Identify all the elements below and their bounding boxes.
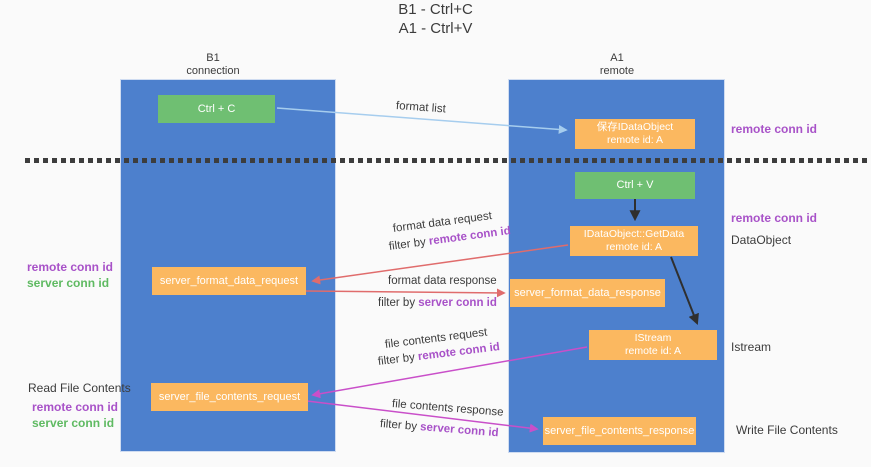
lifeline-header-b1: B1 connection <box>153 52 273 78</box>
label-filter-server-1: filter by server conn id <box>378 297 497 309</box>
node-ctrl-v-label: Ctrl + V <box>616 179 654 191</box>
title-line-1: B1 - Ctrl+C <box>398 1 473 18</box>
node-server-format-data-response-label: server_format_data_response <box>514 286 661 299</box>
node-server-format-data-request: server_format_data_request <box>152 267 306 295</box>
node-server-format-data-request-label: server_format_data_request <box>159 274 299 287</box>
node-server-file-contents-request: server_file_contents_request <box>151 383 308 411</box>
lifeline-header-a1: A1 remote <box>557 52 677 78</box>
node-save-idataobject-line1: 保存IDataObject <box>596 121 674 133</box>
node-server-file-contents-response-label: server_file_contents_response <box>544 424 695 437</box>
node-istream-line1: IStream <box>634 332 672 344</box>
node-save-idataobject-line2: remote id: A <box>606 134 664 146</box>
lifeline-b1-name: B1 <box>206 52 220 64</box>
node-save-idataobject: 保存IDataObject remote id: A <box>575 119 695 149</box>
node-istream: IStream remote id: A <box>589 330 717 360</box>
dashed-divider <box>25 158 871 163</box>
node-ctrl-v: Ctrl + V <box>575 172 695 199</box>
node-server-file-contents-request-label: server_file_contents_request <box>158 390 301 403</box>
arrow-getdata-to-istream <box>670 256 699 326</box>
arrow-format-data-response <box>305 288 506 298</box>
node-getdata-line2: remote id: A <box>605 241 663 253</box>
lifeline-a1-role: remote <box>599 65 635 77</box>
node-server-format-data-response: server_format_data_response <box>510 279 665 307</box>
lifeline-a1-name: A1 <box>610 52 624 64</box>
node-server-file-contents-response: server_file_contents_response <box>543 417 696 445</box>
node-getdata-line1: IDataObject::GetData <box>583 228 685 240</box>
diagram-title: B1 - Ctrl+C A1 - Ctrl+V <box>0 0 871 38</box>
label-read-file-contents: Read File Contents <box>28 381 131 395</box>
node-ctrl-c: Ctrl + C <box>158 95 275 123</box>
label-dataobject: DataObject <box>731 233 792 247</box>
label-remote-conn-id-left-2: remote conn id <box>32 400 119 414</box>
node-istream-line2: remote id: A <box>624 345 682 357</box>
label-write-file-contents: Write File Contents <box>736 423 838 437</box>
arrow-file-contents-request <box>311 346 588 399</box>
node-ctrl-c-label: Ctrl + C <box>197 102 236 115</box>
arrow-file-contents-response <box>306 400 539 433</box>
arrow-format-data-request <box>311 244 569 285</box>
label-server-conn-id-left-2: server conn id <box>32 416 115 430</box>
server-conn-id-text: server conn id <box>418 297 497 309</box>
label-remote-conn-id-right-2: remote conn id <box>731 211 818 225</box>
label-server-conn-id-left-1: server conn id <box>27 276 110 290</box>
node-idataobject-getdata: IDataObject::GetData remote id: A <box>570 226 698 256</box>
label-format-data-response: format data response <box>388 275 497 287</box>
label-remote-conn-id-left-1: remote conn id <box>27 260 114 274</box>
lifeline-b1-role: connection <box>186 65 240 77</box>
arrow-format-list <box>276 107 568 134</box>
filter-by-text: filter by <box>378 297 419 309</box>
label-istream: Istream <box>731 340 772 354</box>
label-remote-conn-id-right-1: remote conn id <box>731 122 818 136</box>
title-line-2: A1 - Ctrl+V <box>398 20 473 37</box>
